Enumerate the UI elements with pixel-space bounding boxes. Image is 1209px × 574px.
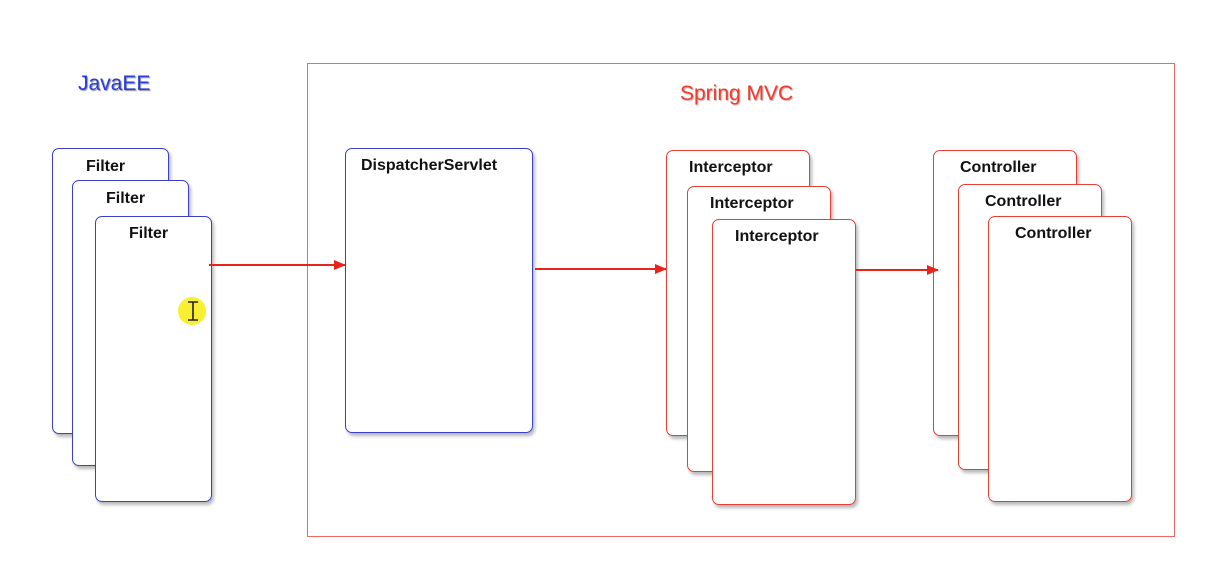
controller-label: Controller	[1015, 225, 1092, 242]
filter-label: Filter	[86, 158, 126, 175]
filter-card-3: Filter	[95, 216, 212, 502]
spring-mvc-title: Spring MVC	[680, 82, 794, 105]
interceptor-card-3: Interceptor	[712, 219, 856, 505]
javaee-title: JavaEE	[78, 72, 151, 95]
controller-card-3: Controller	[988, 216, 1132, 502]
controller-label: Controller	[985, 193, 1062, 210]
dispatcher-servlet-label: DispatcherServlet	[361, 157, 498, 174]
filter-label: Filter	[129, 225, 169, 242]
dispatcher-servlet-card: DispatcherServlet	[345, 148, 533, 433]
controller-label: Controller	[960, 159, 1037, 176]
spring-mvc-group-frame	[307, 63, 1175, 537]
text-cursor-icon	[188, 301, 198, 321]
interceptor-label: Interceptor	[689, 159, 773, 176]
filter-label: Filter	[106, 190, 146, 207]
interceptor-label: Interceptor	[710, 195, 794, 212]
interceptor-label: Interceptor	[735, 228, 819, 245]
